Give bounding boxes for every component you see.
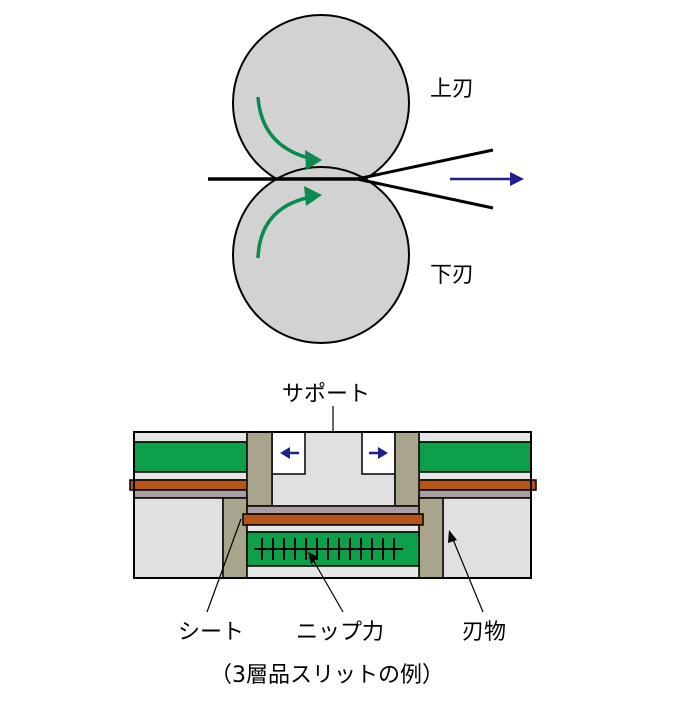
right-lower-block [442, 497, 532, 579]
left-top-light [133, 431, 248, 443]
section-frame [133, 431, 532, 579]
center-bottom-light [246, 565, 420, 579]
blade-pointer-head [448, 530, 457, 543]
upper-rotation-arrowhead [305, 150, 322, 170]
rotary-blades: 上刃 下刃 [208, 14, 524, 344]
lower-rotation-arrow [256, 194, 317, 259]
sheet-pointer [206, 518, 242, 613]
support-label: サポート [282, 382, 370, 407]
right-push-arrowhead [378, 447, 388, 459]
right-mauve-layer [418, 489, 532, 499]
caption: （3層品スリットの例） [210, 663, 444, 688]
nip-force-marks [254, 538, 403, 560]
right-brown-layer [414, 479, 537, 491]
sheet-label: シート [178, 620, 244, 645]
feed-arrowhead [510, 172, 524, 186]
left-green-layer [133, 441, 248, 473]
nip-force-label: ニップ力 [296, 620, 384, 645]
center-thin-layer [246, 524, 420, 533]
left-thin-layer [133, 471, 248, 481]
lower-blade-label: 下刃 [430, 263, 474, 288]
slit-sheet-upper [356, 148, 494, 181]
center-brown-layer [242, 513, 424, 526]
nip-pointer-head [308, 552, 318, 564]
left-brown-layer [129, 479, 252, 491]
left-lower-blade [222, 497, 248, 579]
center-mauve-top [246, 505, 420, 515]
left-upper-blade [246, 431, 273, 507]
upper-blade-label: 上刃 [430, 77, 474, 102]
right-green-layer [418, 441, 532, 473]
cross-section: サポート [129, 382, 537, 688]
right-thin-layer [418, 471, 532, 481]
left-lower-block [133, 497, 224, 579]
lower-rotation-arrowhead [304, 186, 322, 206]
right-upper-blade [394, 431, 420, 507]
blade-pointer [451, 536, 484, 613]
right-top-light [418, 431, 532, 443]
left-push-arrowhead [280, 447, 290, 459]
slit-sheet-lower [356, 177, 494, 210]
nip-pointer [311, 557, 344, 613]
left-mauve-layer [133, 489, 248, 499]
blade-label: 刃物 [462, 620, 506, 645]
right-lower-blade [418, 497, 444, 579]
